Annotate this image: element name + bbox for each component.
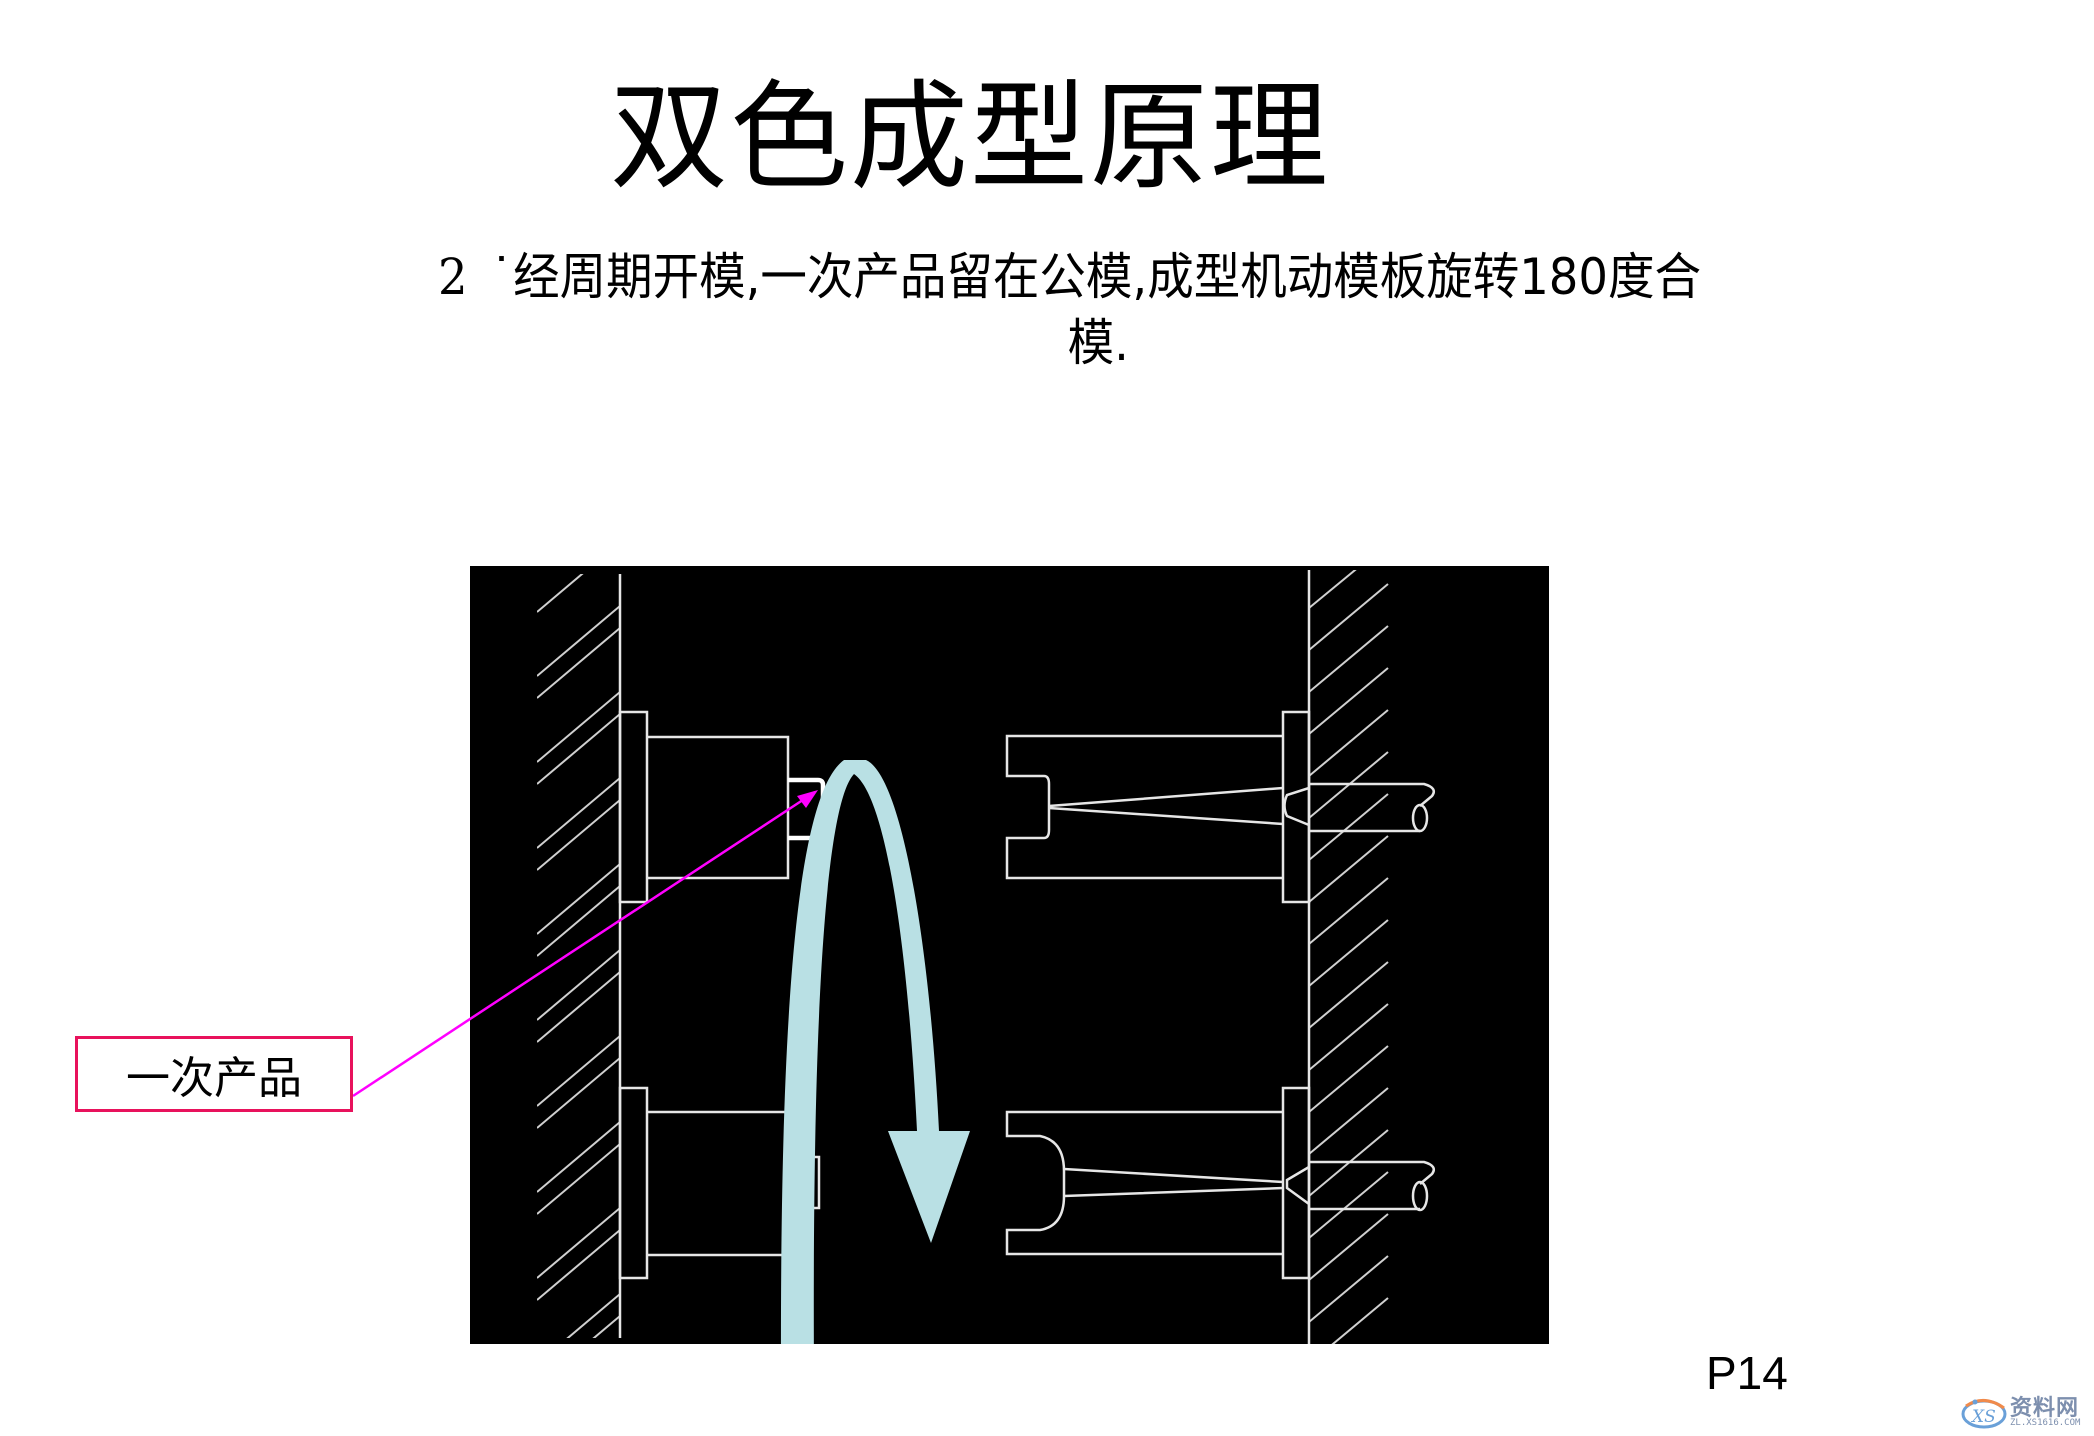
step-number: 2 <box>438 248 468 306</box>
right-platen-hatch <box>1309 570 1389 1344</box>
callout-label: 一次产品 <box>126 1053 302 1104</box>
slide-title: 双色成型原理 <box>610 68 1331 206</box>
page-number: P14 <box>1706 1347 1788 1399</box>
watermark-logo-icon: XS <box>1961 1399 2007 1429</box>
rotation-arrow-icon <box>780 760 970 1344</box>
watermark-url: ZL.XS1616.COM <box>2010 1418 2081 1428</box>
left-platen-hatch <box>537 574 620 1338</box>
cavity-lower <box>1005 1086 1435 1280</box>
step-description: 2 ˙经周期开模,一次产品留在公模,成型机动模板旋转180度合 模. <box>438 244 1759 376</box>
cavity-upper <box>1005 710 1435 904</box>
first-shot-product-callout: 一次产品 <box>75 1036 353 1112</box>
core-upper <box>618 710 790 904</box>
watermark: XS 资料网 ZL.XS1616.COM <box>1960 1390 2094 1436</box>
step-bullet: ˙ <box>489 248 514 306</box>
step-text-line2: 模. <box>1067 314 1129 372</box>
mold-diagram <box>470 566 1549 1344</box>
watermark-site-name: 资料网 <box>2010 1396 2080 1421</box>
step-text-line1: 经周期开模,一次产品留在公模,成型机动模板旋转180度合 <box>513 248 1701 306</box>
svg-text:XS: XS <box>1970 1407 1996 1427</box>
